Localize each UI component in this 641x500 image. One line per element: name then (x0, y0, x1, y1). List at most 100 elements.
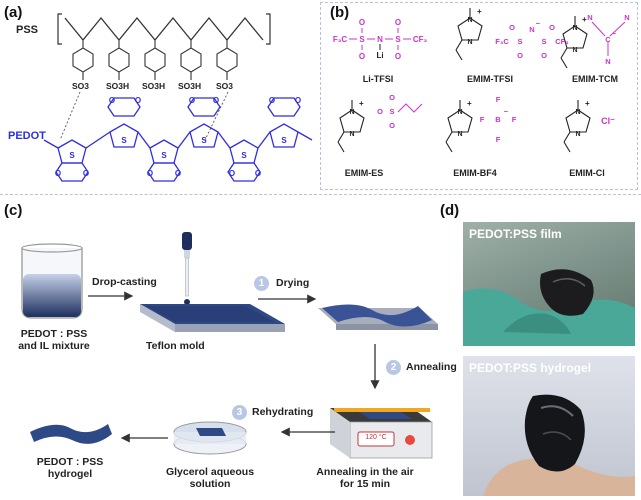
step-3-badge: 3 (232, 405, 247, 420)
svg-text:O: O (359, 18, 365, 27)
so3h-group-label: SO3H (142, 81, 166, 91)
panel-d-label: (d) (440, 202, 460, 219)
svg-text:N: N (605, 57, 610, 66)
svg-text:CF₃: CF₃ (555, 37, 569, 46)
step-2-badge: 2 (386, 360, 401, 375)
compound-label-emim-es: EMIM-ES (344, 168, 384, 178)
svg-text:O: O (295, 96, 301, 105)
svg-text:O: O (377, 107, 383, 116)
pipette (182, 232, 192, 305)
compound-label-emim-tfsi: EMIM-TFSI (467, 74, 513, 84)
svg-text:N: N (377, 35, 383, 44)
drying-label: Drying (276, 277, 310, 289)
svg-text:F: F (512, 115, 517, 124)
svg-text:−: − (612, 29, 617, 38)
svg-text:S: S (395, 35, 401, 44)
so3-group-label: SO3 (72, 81, 90, 91)
svg-text:N: N (575, 131, 580, 138)
hydrogel-photo-illustration (483, 394, 635, 496)
teflon-mold-label: Teflon mold (146, 340, 205, 352)
compound-label-li-tfsi: Li-TFSI (362, 74, 394, 84)
svg-text:O: O (509, 23, 515, 32)
svg-text:O: O (147, 169, 153, 178)
hotplate-temp-readout: 120 °C (365, 434, 387, 441)
drop-casting-label: Drop-casting (92, 276, 157, 288)
svg-text:S: S (517, 37, 522, 46)
dried-film (318, 304, 438, 330)
annealing-condition-label: Annealing in the air for 15 min (316, 466, 414, 490)
svg-text:O: O (389, 121, 395, 130)
svg-text:O: O (549, 23, 555, 32)
svg-text:B: B (495, 115, 501, 124)
svg-text:N: N (467, 17, 472, 24)
svg-text:N: N (572, 25, 577, 32)
compound-label-emim-cl: EMIM-Cl (569, 168, 605, 178)
hydrogel-strip (30, 424, 112, 444)
svg-text:S: S (161, 151, 167, 160)
film-photo-title: PEDOT:PSS film (469, 227, 562, 241)
svg-text:S: S (541, 37, 546, 46)
panel-b-frame (320, 2, 638, 190)
panel-a-label: (a) (4, 4, 23, 21)
pedot-label: PEDOT (8, 130, 46, 142)
pss-label: PSS (16, 24, 39, 36)
so3h-group-label: SO3H (106, 81, 130, 91)
ionic-liquid-structures: F₃C S N S CF₃ O O O O Li N N + F₃C S N S… (333, 7, 630, 153)
svg-text:O: O (229, 169, 235, 178)
svg-text:F: F (496, 135, 501, 144)
svg-text:O: O (395, 52, 401, 61)
hot-plate (330, 408, 433, 459)
so3-group-label: SO3 (216, 81, 234, 91)
svg-text:N: N (572, 47, 577, 54)
so3h-group-label: SO3H (178, 81, 202, 91)
panel-b-label: (b) (330, 4, 350, 21)
glycerol-solution-label: Glycerol aqueous solution (165, 466, 255, 490)
process-graphics (21, 232, 438, 459)
svg-text:+: + (467, 99, 472, 108)
svg-text:N: N (529, 25, 534, 34)
svg-text:−: − (536, 19, 541, 28)
svg-text:O: O (175, 169, 181, 178)
svg-text:S: S (281, 136, 287, 145)
svg-text:N: N (457, 131, 462, 138)
step-1-badge: 1 (254, 276, 269, 291)
svg-text:O: O (255, 169, 261, 178)
hydrogel-photo: PEDOT:PSS hydrogel (463, 356, 635, 496)
svg-text:N: N (587, 13, 592, 22)
svg-text:N: N (457, 109, 462, 116)
hydrogel-photo-title: PEDOT:PSS hydrogel (469, 361, 592, 375)
svg-text:N: N (467, 39, 472, 46)
svg-text:N: N (349, 131, 354, 138)
svg-text:+: + (359, 99, 364, 108)
pss-pedot-structure: S S S S S S O O O O O O O O O O O O (43, 13, 313, 182)
svg-text:+: + (477, 7, 482, 16)
petri-dish (173, 421, 247, 455)
svg-text:O: O (359, 52, 365, 61)
svg-text:N: N (349, 109, 354, 116)
svg-text:O: O (83, 169, 89, 178)
film-photo: PEDOT:PSS film (463, 222, 635, 346)
annealing-label: Annealing (406, 361, 457, 373)
svg-text:N: N (575, 109, 580, 116)
svg-text:+: + (585, 99, 590, 108)
mixture-label: PEDOT : PSS and IL mixture (18, 328, 90, 352)
svg-text:O: O (389, 93, 395, 102)
compound-label-emim-tcm: EMIM-TCM (572, 74, 618, 84)
svg-text:S: S (121, 136, 127, 145)
svg-text:S: S (359, 35, 365, 44)
film-photo-illustration (463, 269, 635, 346)
svg-text:CF₃: CF₃ (413, 35, 428, 44)
svg-text:O: O (55, 169, 61, 178)
svg-text:C: C (605, 35, 611, 44)
panel-c-label: (c) (4, 202, 23, 219)
svg-text:O: O (517, 51, 523, 60)
svg-text:S: S (69, 151, 75, 160)
svg-text:F₃C: F₃C (495, 37, 509, 46)
svg-text:S: S (389, 107, 394, 116)
svg-text:O: O (135, 96, 141, 105)
svg-text:+: + (582, 15, 587, 24)
svg-text:Cl⁻: Cl⁻ (601, 116, 615, 126)
svg-text:N: N (624, 13, 629, 22)
svg-text:O: O (541, 51, 547, 60)
svg-text:F: F (480, 115, 485, 124)
